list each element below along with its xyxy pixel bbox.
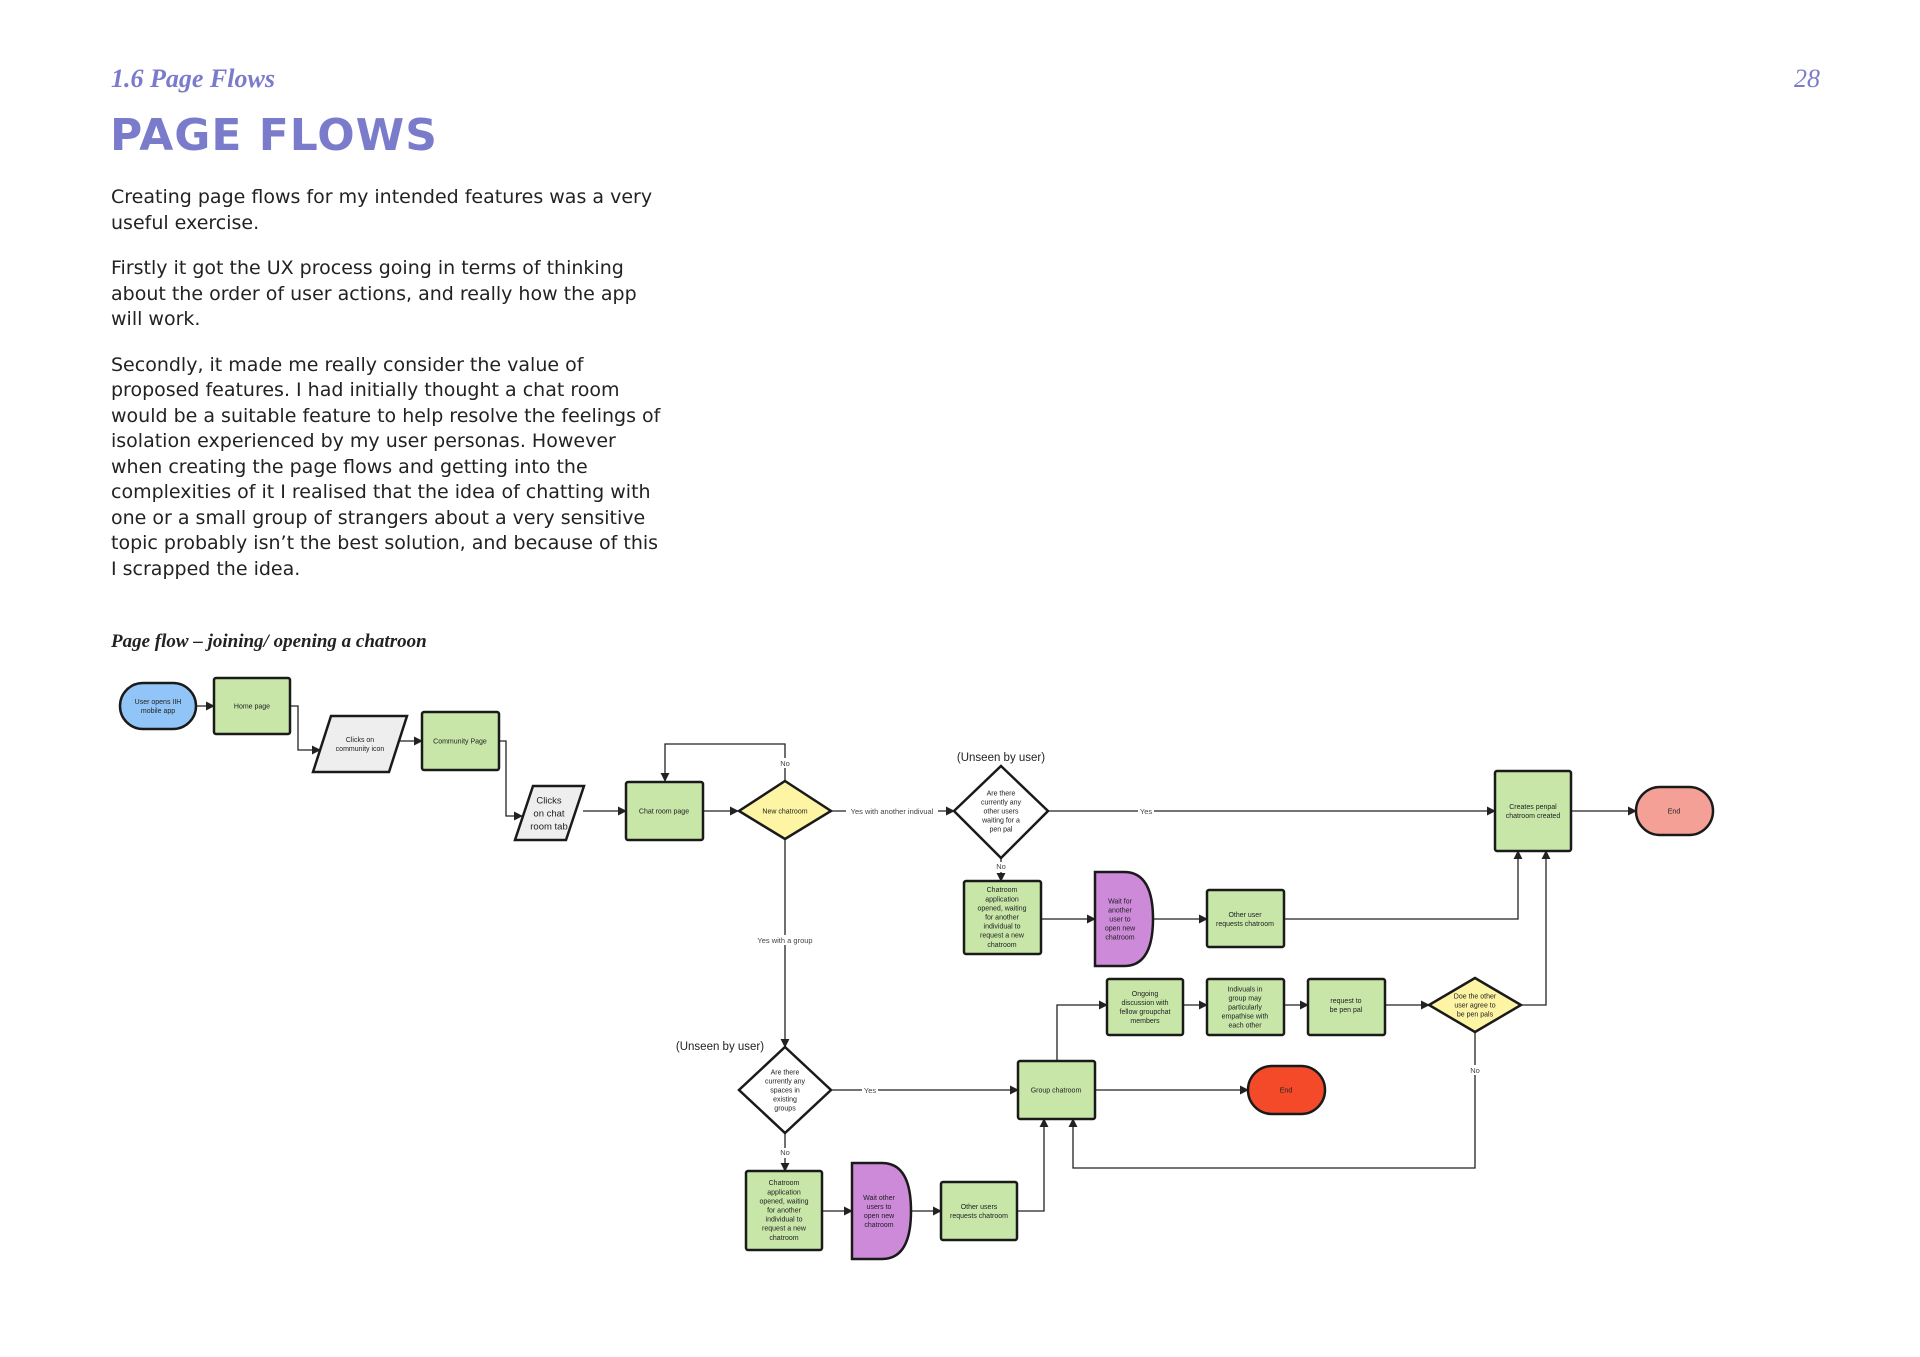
node-community xyxy=(420,710,501,772)
node-chatroom-app-1 xyxy=(962,879,1043,956)
edge-label-yes-group: Yes with a group xyxy=(757,936,812,945)
node-new-chatroom xyxy=(736,779,834,841)
node-end-top xyxy=(1634,785,1715,837)
paragraph-3: Secondly, it made me really consider the… xyxy=(111,353,661,580)
edge-home-clicks-community xyxy=(290,705,321,755)
connectors xyxy=(196,701,1637,1216)
edge-label-no-pen-pal: No xyxy=(996,862,1006,871)
node-other-requests-1 xyxy=(1205,888,1286,949)
node-creates-penpal xyxy=(1493,769,1573,853)
edge-label-yes-spaces: Yes xyxy=(864,1086,876,1095)
page-number: 28 xyxy=(1794,64,1820,93)
node-request-pen-pal xyxy=(1306,977,1387,1037)
node-clicks-community xyxy=(311,714,409,774)
node-label-community: Community Page xyxy=(433,739,487,746)
paragraph-1: Creating page flows for my intended feat… xyxy=(111,186,653,234)
node-empathise xyxy=(1205,977,1286,1037)
edge-other1-creates xyxy=(1284,850,1523,920)
node-chat-room xyxy=(624,780,705,842)
node-clicks-chat xyxy=(513,784,586,842)
edge-label-yes-another: Yes with another indivual xyxy=(851,807,934,816)
edge-label-no-loop: No xyxy=(780,759,790,768)
node-chatroom-app-2 xyxy=(744,1169,824,1252)
paragraph-2: Firstly it got the UX process going in t… xyxy=(111,257,637,330)
node-label-new-chatroom: New chatroom xyxy=(762,809,807,816)
node-group-chatroom xyxy=(1016,1059,1097,1121)
node-other-requests-2 xyxy=(939,1180,1019,1242)
shapes xyxy=(118,676,1715,1261)
node-home xyxy=(212,676,292,736)
edge-label-no-agree: No xyxy=(1470,1066,1480,1075)
edge-no-loop xyxy=(660,743,786,782)
node-wait-2 xyxy=(850,1161,913,1261)
node-agree-check xyxy=(1426,976,1524,1034)
node-label-home: Home page xyxy=(234,704,270,711)
body-text: Creating page flows for my intended feat… xyxy=(111,185,666,602)
node-ongoing xyxy=(1105,977,1185,1037)
node-label-group-chatroom: Group chatroom xyxy=(1031,1088,1082,1095)
edge-label-yes-top: Yes xyxy=(1140,807,1152,816)
section-label: 1.6 Page Flows xyxy=(111,64,275,93)
node-spaces-check xyxy=(737,1045,833,1135)
node-wait-1 xyxy=(1093,870,1155,968)
note-unseen-bottom: (Unseen by user) xyxy=(676,1041,764,1053)
node-start xyxy=(118,681,198,731)
node-pen-pal-check xyxy=(952,764,1050,860)
edge-agree-group-chat xyxy=(1068,1032,1476,1169)
node-end-mid xyxy=(1246,1064,1327,1116)
edge-labels: No Yes with another indivual Yes No Yes … xyxy=(756,758,1483,1158)
edge-group-chat-ongoing xyxy=(1056,1000,1108,1061)
edge-other2-group-chat xyxy=(1017,1118,1049,1212)
node-label-end-mid: End xyxy=(1280,1088,1293,1095)
page-title: PAGE FLOWS xyxy=(110,110,438,161)
edge-agree-creates xyxy=(1521,850,1551,1006)
node-label-end-top: End xyxy=(1668,809,1681,816)
edge-label-no-spaces: No xyxy=(780,1148,790,1157)
edge-community-clicks-chat xyxy=(499,740,523,821)
note-unseen-top: (Unseen by user) xyxy=(957,752,1045,764)
node-label-chat-room: Chat room page xyxy=(639,809,689,816)
diagram-caption: Page flow – joining/ opening a chatroon xyxy=(111,631,427,652)
